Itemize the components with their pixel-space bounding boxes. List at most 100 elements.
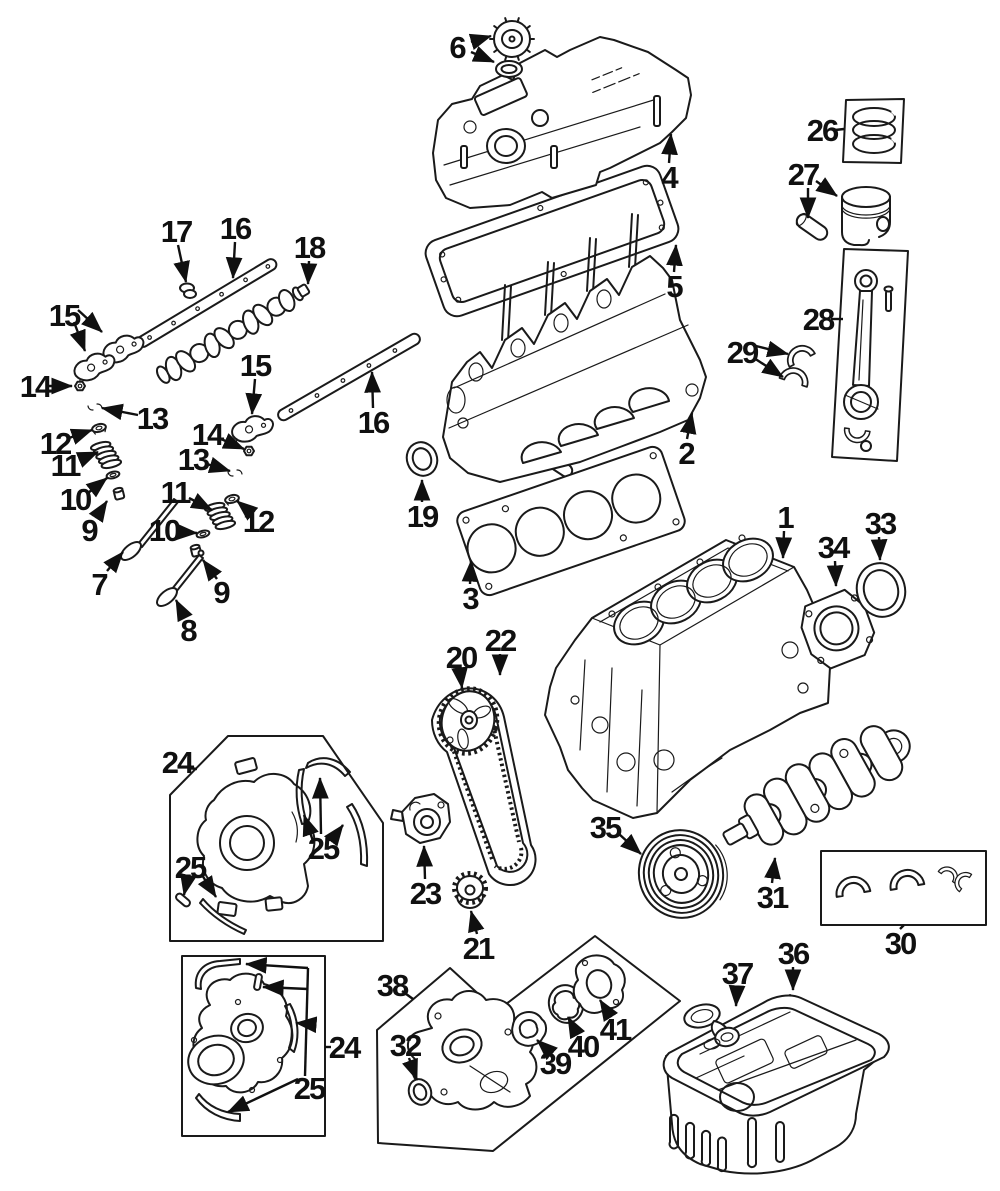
valve-adjust-nut (74, 380, 86, 392)
callout-number: 37 (722, 956, 753, 991)
callout-number: 9 (81, 513, 98, 548)
callout-37: 37 (722, 956, 755, 1007)
callout-number: 28 (803, 302, 835, 337)
callout-15: 15 (240, 348, 274, 415)
pump-cover (572, 954, 626, 1014)
callout-16: 16 (358, 371, 392, 440)
valve-stem-seal (112, 486, 126, 501)
callout-number: 27 (788, 157, 819, 192)
crankshaft-sprocket (452, 871, 488, 909)
valve-spring (89, 437, 123, 473)
spring-seat (104, 469, 122, 481)
callout-number: 31 (757, 880, 789, 915)
callout-number: 1 (777, 500, 794, 535)
spring-seat (194, 528, 212, 540)
callout-number: 10 (149, 513, 180, 548)
callout-28: 28 (803, 302, 843, 337)
callout-10: 10 (149, 513, 198, 548)
oil-pickup-strainer (683, 1003, 740, 1050)
callout-7: 7 (91, 551, 124, 602)
callout-11: 11 (51, 448, 99, 483)
callout-23: 23 (410, 845, 444, 911)
camshaft-sprocket (436, 686, 500, 756)
callout-number: 23 (410, 876, 442, 911)
callout-number: 22 (485, 623, 516, 658)
callout-number: 15 (240, 348, 272, 383)
callout-9: 9 (202, 559, 232, 610)
oil-filler-cap (489, 17, 535, 78)
callout-number: 12 (243, 504, 274, 539)
adjuster-cap (179, 282, 197, 299)
main-bearing-set (820, 850, 987, 926)
rod-bearing-shell (778, 363, 813, 388)
camshaft-seal (405, 441, 439, 477)
pump-inner-rotor (511, 1010, 548, 1047)
callout-29: 29 (727, 335, 789, 379)
callout-36: 36 (778, 936, 812, 991)
callout-number: 34 (818, 530, 851, 565)
spring-retainer (223, 492, 242, 507)
callout-14: 14 (192, 417, 245, 452)
callout-12: 12 (40, 426, 93, 461)
callout-15: 15 (49, 298, 103, 352)
valve-keepers (227, 469, 243, 477)
callout-number: 24 (162, 745, 195, 780)
valve-cover-gasket (424, 164, 680, 318)
upper-timing-cover (196, 757, 316, 917)
callout-31: 31 (757, 857, 791, 915)
callout-17: 17 (161, 214, 194, 283)
camshaft (155, 283, 311, 384)
callout-number: 16 (358, 405, 390, 440)
cover-casting-marks (591, 67, 640, 94)
callout-11: 11 (161, 475, 213, 512)
callout-16: 16 (220, 211, 254, 279)
callout-number: 40 (568, 1029, 599, 1064)
callout-20: 20 (446, 640, 479, 689)
crankshaft (722, 725, 911, 846)
callout-number: 15 (49, 298, 81, 333)
filler-cap-seal (495, 60, 523, 78)
callout-number: 4 (661, 160, 679, 195)
callout-30: 30 (885, 924, 918, 961)
callout-10: 10 (60, 477, 108, 517)
callout-number: 33 (865, 506, 897, 541)
callout-number: 21 (463, 931, 495, 966)
callout-number: 14 (20, 369, 53, 404)
callout-number: 13 (137, 401, 169, 436)
callout-38: 38 (377, 968, 414, 1003)
callout-number: 12 (40, 426, 71, 461)
callout-24: 24 (162, 745, 198, 780)
callout-32: 32 (390, 1028, 423, 1081)
callout-34: 34 (818, 530, 853, 587)
callout-number: 17 (161, 214, 192, 249)
callout-22: 22 (485, 623, 518, 676)
callout-number: 18 (294, 230, 326, 265)
callout-number: 9 (213, 575, 230, 610)
callout-25: 25 (302, 777, 344, 866)
callout-9: 9 (81, 500, 109, 548)
lower-timing-cover (187, 972, 294, 1094)
exhaust-valve (156, 549, 205, 607)
valve-adjust-nut (243, 445, 255, 457)
callout-number: 2 (678, 436, 694, 471)
callout-number: 3 (462, 581, 479, 616)
callout-number: 5 (666, 269, 683, 304)
callout-6: 6 (449, 30, 495, 65)
callout-14: 14 (20, 369, 73, 404)
lower-timing-cover-group (181, 955, 326, 1137)
callout-number: 26 (807, 113, 839, 148)
callout-25: 25 (227, 956, 328, 1114)
callout-39: 39 (536, 1039, 574, 1081)
piston-ring-set (842, 98, 905, 164)
callout-2: 2 (678, 412, 696, 471)
callout-number: 29 (727, 335, 759, 370)
oil-pump-group (376, 935, 681, 1152)
valve-cover (432, 36, 692, 209)
callout-4: 4 (661, 133, 681, 195)
callout-40: 40 (566, 1016, 601, 1064)
callout-number: 32 (390, 1028, 421, 1063)
callout-number: 36 (778, 936, 810, 971)
callout-41: 41 (598, 999, 634, 1047)
valve-spring (203, 498, 237, 534)
callout-27: 27 (788, 157, 838, 219)
